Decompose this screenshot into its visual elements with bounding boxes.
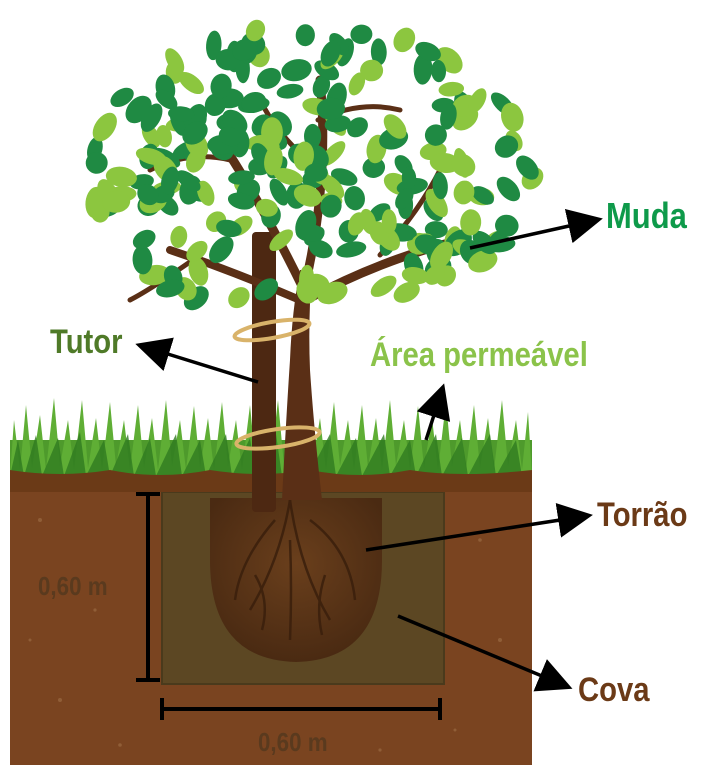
leaf (350, 24, 373, 45)
tutor-stake (252, 232, 276, 512)
depth-dimension-label: 0,60 m (38, 573, 108, 599)
width-dimension-label: 0,60 m (258, 729, 328, 755)
root-ball (210, 498, 382, 662)
leaf (275, 82, 304, 101)
label-area-permeavel: Área permeável (370, 338, 588, 372)
leaf (389, 24, 419, 56)
leaf (342, 184, 367, 212)
leaf (169, 224, 190, 249)
leaf (295, 24, 315, 47)
leaf (492, 172, 524, 205)
arrow-tutor (142, 346, 258, 382)
arrow-muda (470, 220, 596, 248)
arrow-area-permeavel (426, 390, 442, 440)
label-cova: Cova (578, 673, 650, 707)
leaf (261, 117, 283, 148)
canopy (83, 16, 548, 315)
label-torrao: Torrão (597, 498, 687, 532)
leaf (224, 283, 254, 313)
trunk (282, 270, 322, 500)
label-muda: Muda (606, 198, 687, 234)
label-tutor: Tutor (50, 325, 123, 359)
leaf (447, 149, 480, 181)
leaf (279, 56, 314, 84)
